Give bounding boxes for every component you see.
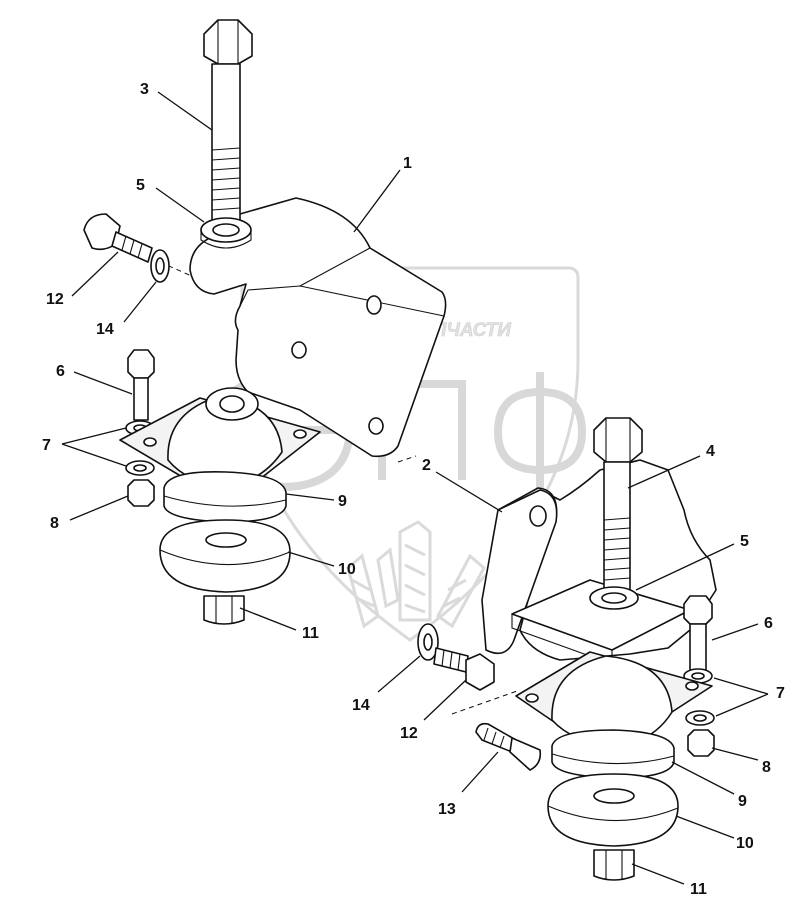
leader-9a bbox=[285, 493, 335, 501]
countersunk-screw bbox=[475, 722, 542, 771]
leader-10a bbox=[287, 551, 335, 567]
watermark-logo-f bbox=[493, 372, 587, 492]
callout-7b: 7 bbox=[776, 685, 785, 702]
callout-12b: 12 bbox=[400, 725, 418, 742]
leader-9b bbox=[671, 761, 735, 795]
leader-12b bbox=[423, 679, 467, 721]
callout-labels: 1 2 3 4 5 5 6 6 7 7 8 8 9 9 10 10 11 11 … bbox=[42, 81, 785, 898]
leader-10b bbox=[675, 815, 735, 839]
callout-4: 4 bbox=[706, 443, 715, 460]
left-mount bbox=[119, 349, 321, 625]
lower-bracket-hole bbox=[529, 505, 547, 527]
callout-12a: 12 bbox=[46, 291, 64, 308]
callout-2: 2 bbox=[422, 457, 431, 474]
bracket-hole-3 bbox=[368, 417, 384, 435]
callout-6b: 6 bbox=[764, 615, 773, 632]
leader-4 bbox=[627, 455, 701, 489]
leader-2 bbox=[435, 471, 503, 513]
leader-13 bbox=[461, 751, 499, 793]
leader-7b bbox=[713, 677, 769, 717]
callout-8b: 8 bbox=[762, 759, 771, 776]
callout-3: 3 bbox=[140, 81, 149, 98]
washer-small-upper bbox=[150, 249, 170, 283]
right-mount bbox=[515, 595, 715, 881]
leader-6a bbox=[73, 371, 133, 395]
watermark-wheat-icon bbox=[346, 520, 486, 629]
callout-14b: 14 bbox=[352, 697, 370, 714]
callout-11a: 11 bbox=[302, 625, 319, 642]
callout-9a: 9 bbox=[338, 493, 347, 510]
leader-14a bbox=[123, 281, 157, 323]
callout-10a: 10 bbox=[338, 561, 356, 578]
callout-8a: 8 bbox=[50, 515, 59, 532]
leader-14b bbox=[377, 655, 421, 693]
leader-7a bbox=[61, 427, 127, 467]
leader-12a bbox=[71, 251, 119, 297]
upper-bracket bbox=[189, 197, 447, 458]
leader-6b bbox=[711, 623, 759, 641]
callout-7a: 7 bbox=[42, 437, 51, 454]
lower-bracket bbox=[481, 459, 717, 665]
callout-5a: 5 bbox=[136, 177, 145, 194]
leader-5b bbox=[635, 543, 735, 591]
leader-lines bbox=[61, 91, 769, 885]
callout-1: 1 bbox=[403, 155, 412, 172]
long-bolt-right bbox=[593, 417, 643, 591]
washer-upper bbox=[200, 217, 252, 249]
long-bolt bbox=[203, 19, 253, 223]
washer-small-lower bbox=[417, 623, 439, 661]
leader-3 bbox=[157, 91, 213, 131]
callout-13: 13 bbox=[438, 801, 456, 818]
leader-11b bbox=[631, 863, 685, 885]
short-bolt-lower bbox=[433, 647, 495, 691]
bracket-hole-1 bbox=[366, 295, 382, 315]
bracket-hole-2 bbox=[291, 341, 307, 359]
leader-8b bbox=[711, 747, 759, 761]
callout-9b: 9 bbox=[738, 793, 747, 810]
callout-14a: 14 bbox=[96, 321, 114, 338]
short-bolt-upper bbox=[83, 213, 153, 263]
leader-8a bbox=[69, 495, 129, 521]
leader-11a bbox=[239, 607, 297, 631]
washer-right bbox=[589, 586, 639, 610]
callout-6a: 6 bbox=[56, 363, 65, 380]
callout-10b: 10 bbox=[736, 835, 754, 852]
callout-5b: 5 bbox=[740, 533, 749, 550]
leader-5a bbox=[155, 187, 205, 223]
leader-1 bbox=[353, 169, 401, 233]
callout-11b: 11 bbox=[690, 881, 707, 898]
